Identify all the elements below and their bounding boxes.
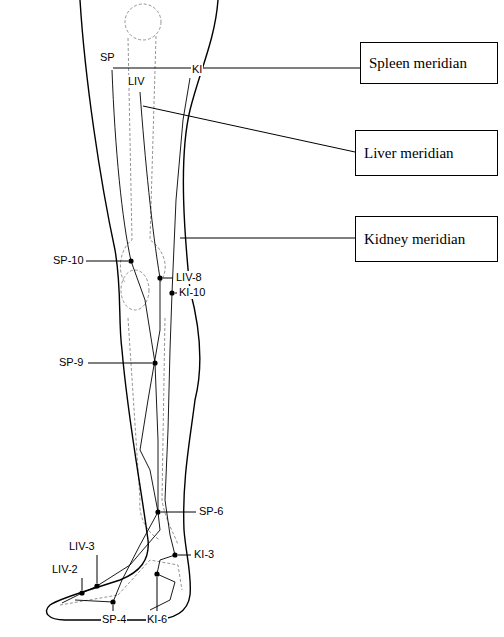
box-title: Spleen meridian [361, 55, 475, 72]
leader-lines [82, 68, 360, 611]
acupoint-label: SP-10 [52, 254, 85, 267]
meridian-abbreviation: KI [191, 63, 203, 76]
liver-meridian-line [62, 92, 160, 603]
box-title: Kidney meridian [356, 231, 473, 248]
acupoint-label: LIV-2 [51, 563, 79, 576]
acupoint-label: SP-6 [198, 505, 224, 518]
meridian-lines [62, 70, 190, 610]
acupoint-label: KI-3 [193, 548, 215, 561]
meridian-abbreviation: SP [99, 51, 116, 64]
meridian-box: Kidney meridian [355, 216, 498, 262]
leg-outline [46, 0, 218, 620]
acupoint-label: KI-10 [178, 286, 206, 299]
box-title: Liver meridian [356, 145, 462, 162]
acupoint-label: LIV-3 [68, 540, 96, 553]
meridian-box: Liver meridian [355, 130, 498, 176]
spleen-meridian-line [75, 70, 158, 602]
bone-outlines [60, 4, 182, 605]
kidney-meridian-line [150, 78, 190, 610]
meridian-box: Spleen meridian [360, 42, 498, 84]
acupoint-label: LIV-8 [175, 271, 203, 284]
acupoint-label: SP-4 [101, 613, 127, 626]
acupoint-label: SP-9 [58, 356, 84, 369]
meridian-abbreviation: LIV [127, 75, 146, 88]
acupoint-label: KI-6 [146, 613, 168, 626]
